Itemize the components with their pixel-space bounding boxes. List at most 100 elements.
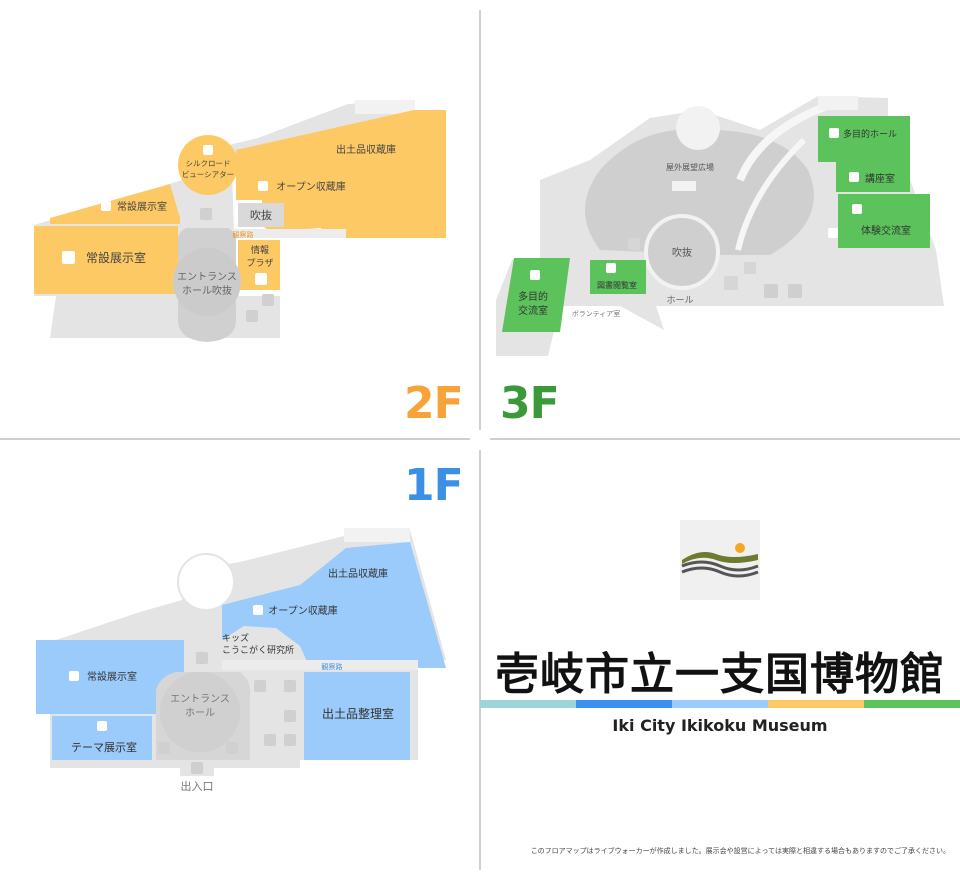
floor-2f-stairs-icon <box>200 208 212 220</box>
floor-2f-silk-road-label-2: ビューシアター <box>182 170 234 179</box>
floor-1f-theme-label: テーマ展示室 <box>71 740 137 754</box>
floor-1f-observation-path <box>222 660 418 670</box>
floor-3f-hall-icon <box>828 228 838 238</box>
color-bar <box>480 700 960 708</box>
floor-1f-restroom-icon-2 <box>284 734 296 746</box>
floor-2f-silk-road-icon <box>203 145 213 155</box>
disclaimer-note: このフロアマップはライブウォーカーが作成しました。展示会や設営によっては実際と相… <box>530 847 950 855</box>
floor-1f-map: 出土品収蔵庫 オープン収蔵庫 キッズ こうこがく研究所 観察路 常設展示室 エン… <box>36 528 446 793</box>
floor-1f-top-circle <box>177 553 235 611</box>
floor-3f-stairs-icon-2 <box>744 262 756 274</box>
floor-1f-permanent-icon <box>69 671 79 681</box>
floor-label-1f: 1F <box>404 460 464 511</box>
floor-2f-permanent-small-area <box>50 184 180 224</box>
floor-3f-multi-exchange-label-2: 交流室 <box>518 304 548 317</box>
floor-3f-multipurpose-hall-area <box>818 116 910 162</box>
floor-label-3f: 3F <box>500 378 560 429</box>
floor-3f-stairs-top <box>818 96 858 110</box>
floor-3f-experience-icon <box>852 204 862 214</box>
floor-2f-permanent-large-area <box>34 226 178 294</box>
floor-1f-elevator-icon <box>264 734 276 746</box>
floor-1f-sorting-area <box>304 672 410 760</box>
floor-3f-multipurpose-hall-label: 多目的ホール <box>843 128 897 140</box>
floor-3f-library-label: 図書閲覧室 <box>597 280 637 290</box>
floor-3f-lecture-area <box>836 162 910 192</box>
floor-2f-permanent-large-label: 常設展示室 <box>86 250 146 265</box>
floor-3f-stairs-icon <box>628 238 640 250</box>
floor-1f-restroom-icon-1 <box>284 680 296 692</box>
color-bar-segment-1 <box>480 700 576 708</box>
museum-logo <box>680 520 760 600</box>
floor-1f-entry-icon <box>191 762 203 774</box>
divider-vertical-bottom <box>479 450 481 870</box>
museum-name-en: Iki City Ikikoku Museum <box>612 716 828 735</box>
divider-horizontal-right <box>490 438 960 440</box>
floor-1f-storage-label: 出土品収蔵庫 <box>328 567 388 580</box>
floor-2f-open-storage-icon <box>258 181 268 191</box>
floor-1f-stairs-icon-2 <box>226 742 238 754</box>
floor-3f-volunteer-label: ボランティア室 <box>572 309 621 318</box>
color-bar-segment-2 <box>576 700 672 708</box>
floor-2f-info-icon <box>255 273 267 285</box>
museum-name-jp: 壱岐市立一支国博物館 <box>495 649 945 700</box>
floor-1f-permanent-label: 常設展示室 <box>87 670 137 683</box>
floor-2f-stairs <box>355 100 415 114</box>
floor-2f-observation-label: 観察路 <box>233 230 254 239</box>
floor-2f-silk-road-label-1: シルクロード <box>186 159 231 168</box>
floor-1f-kids-label-2: こうこがく研究所 <box>222 644 294 656</box>
color-bar-segment-5 <box>864 700 960 708</box>
floor-3f-void-circle <box>644 214 720 290</box>
floor-2f-elevator-icon <box>262 294 274 306</box>
floor-3f-restroom-icon-2 <box>788 284 802 298</box>
floor-2f-permanent-small-label: 常設展示室 <box>117 200 167 213</box>
floor-1f-entrance-circle <box>160 672 240 752</box>
floor-1f-baby-icon <box>284 710 296 722</box>
floor-3f-multi-exchange-icon <box>530 270 540 280</box>
floor-1f-stairs-top <box>344 528 410 542</box>
floor-1f-stairs-icon <box>196 652 208 664</box>
floor-3f-rooftop-bar <box>672 181 696 191</box>
floor-3f-multi-exchange-label-1: 多目的 <box>518 290 548 303</box>
floor-3f-experience-area <box>838 194 930 248</box>
floor-1f-storage-area <box>222 542 446 668</box>
floor-3f-rooftop-circle <box>676 106 720 150</box>
floor-1f-shop-icon <box>254 680 266 692</box>
floor-2f-entrance-circle <box>173 248 241 316</box>
divider-vertical-top <box>479 10 481 430</box>
floor-1f-locker-icon <box>158 742 170 754</box>
floor-1f-theme-icon <box>97 721 107 731</box>
floor-3f-elevator-icon <box>724 276 738 290</box>
floor-3f-lecture-icon <box>849 172 859 182</box>
floor-2f-entrance-label-2: ホール吹抜 <box>182 284 232 297</box>
color-bar-segment-3 <box>672 700 768 708</box>
floor-2f-map: 出土品収蔵庫 オープン収蔵庫 シルクロード ビューシアター 常設展示室 常設展示… <box>34 100 446 342</box>
floor-3f-path-curve-2 <box>735 137 807 251</box>
floor-3f-hall-label: ホール <box>666 295 693 306</box>
floor-1f-open-storage-label: オープン収蔵庫 <box>268 604 337 617</box>
floor-1f-entry-exit-label: 出入口 <box>181 779 214 793</box>
floor-3f-path-curve <box>736 100 834 182</box>
floor-2f-info-label-2: プラザ <box>246 258 273 269</box>
floor-2f-open-storage-label: オープン収蔵庫 <box>276 180 345 193</box>
floor-3f-restroom-icon-1 <box>764 284 778 298</box>
floor-3f-map: 多目的ホール 講座室 体験交流室 屋外展望広場 吹抜 ホール 図書閲覧室 ボラン… <box>496 96 944 356</box>
floor-3f-void-label: 吹抜 <box>672 246 692 259</box>
floor-1f-open-storage-icon <box>253 605 263 615</box>
color-bar-segment-4 <box>768 700 864 708</box>
floor-1f-kids-label-1: キッズ <box>222 632 249 644</box>
floor-2f-info-label-1: 情報 <box>251 244 269 256</box>
divider-horizontal-left <box>0 438 470 440</box>
floor-2f-restroom-icon <box>246 310 258 322</box>
floor-3f-rooftop-plaza <box>585 129 814 255</box>
floor-2f-permanent-small-icon <box>101 201 111 211</box>
floor-3f-rooftop-label: 屋外展望広場 <box>666 162 714 172</box>
floor-3f-library-icon <box>606 263 616 273</box>
floor-1f-entrance-label-1: エントランス <box>170 693 230 705</box>
floor-3f-experience-label: 体験交流室 <box>861 224 911 237</box>
floor-3f-multipurpose-hall-icon <box>829 128 839 138</box>
floor-2f-void-area <box>238 203 284 227</box>
floor-label-2f: 2F <box>404 378 464 429</box>
floor-2f-storage-area <box>236 110 446 238</box>
floor-3f-lecture-label: 講座室 <box>865 172 895 185</box>
floor-2f-silk-road-theater <box>178 135 238 195</box>
